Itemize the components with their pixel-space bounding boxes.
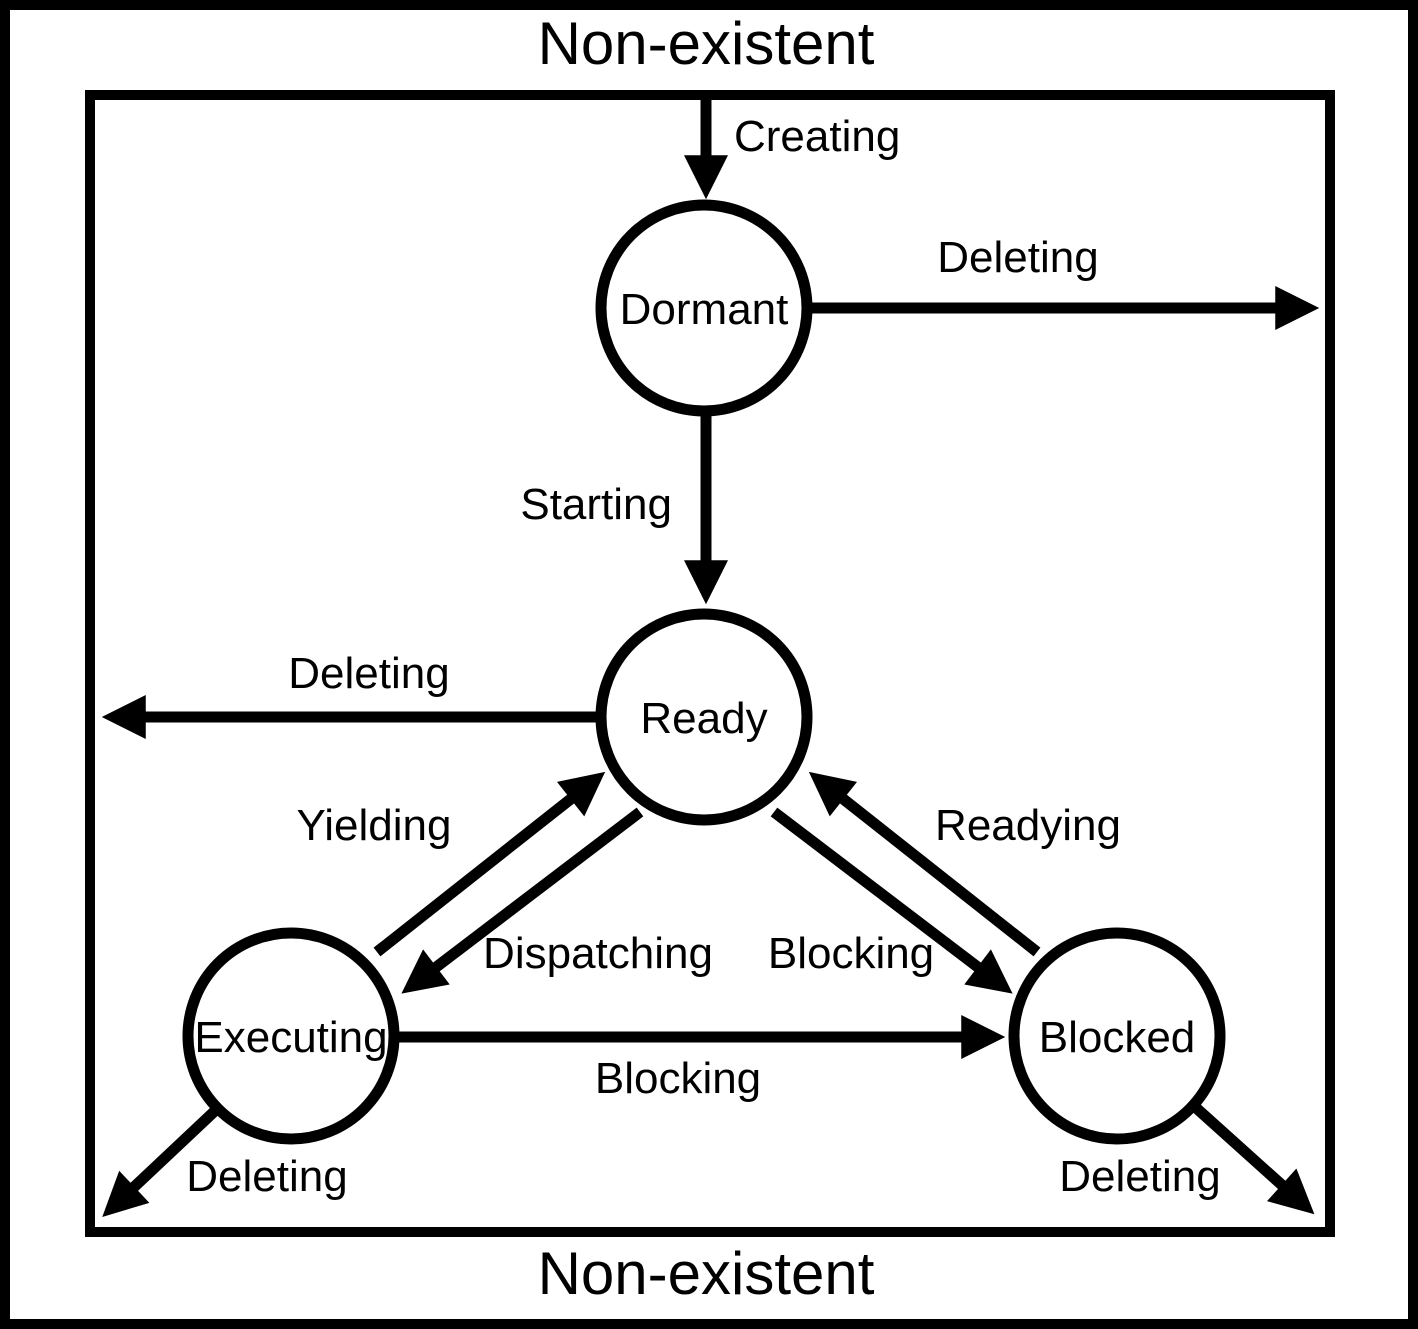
transition-label-creating: Creating [734, 112, 900, 161]
inner-system-boundary [85, 90, 1335, 1237]
state-label-dormant: Dormant [620, 285, 789, 334]
title-non-existent-bottom: Non-existent [538, 1240, 875, 1307]
transition-arrow-readying [808, 771, 1041, 957]
state-label-executing: Executing [194, 1013, 387, 1062]
state-label-blocked: Blocked [1039, 1013, 1196, 1062]
transition-label-starting: Starting [520, 480, 672, 529]
transition-label-blocking-ready: Blocking [768, 929, 934, 978]
transition-label-yielding: Yielding [297, 801, 452, 850]
transition-arrow-blocking-ready [770, 807, 1013, 994]
transition-arrow-dispatching [401, 807, 644, 994]
transition-label-deleting-dormant: Deleting [937, 233, 1098, 282]
transition-arrow-deleting-blocked [1190, 1101, 1315, 1215]
state-label-ready: Ready [640, 694, 767, 743]
transition-label-readying: Readying [935, 801, 1121, 850]
state-circle-blocked [1008, 927, 1226, 1145]
transition-label-deleting-executing: Deleting [186, 1152, 347, 1201]
transition-label-dispatching: Dispatching [483, 929, 713, 978]
transition-label-blocking-executing: Blocking [595, 1054, 761, 1103]
transition-label-deleting-ready: Deleting [288, 649, 449, 698]
title-non-existent-top: Non-existent [538, 10, 875, 77]
transition-arrow-yielding [373, 771, 606, 957]
state-circle-dormant [595, 199, 813, 417]
transition-arrow-deleting-executing [102, 1103, 222, 1217]
transition-label-deleting-blocked: Deleting [1059, 1152, 1220, 1201]
state-circle-ready [595, 608, 813, 826]
state-circle-executing [182, 927, 400, 1145]
